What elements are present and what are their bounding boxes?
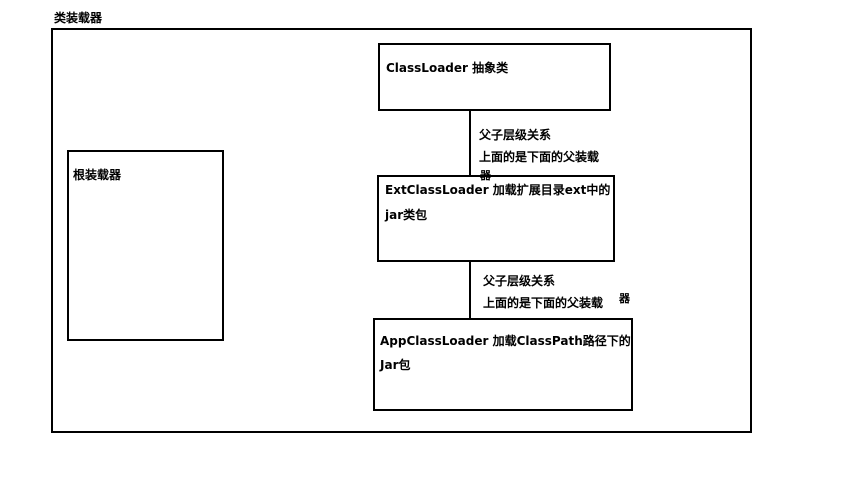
ext-classloader-label-line2: jar类包 xyxy=(385,208,428,222)
ext-classloader-label-line1: ExtClassLoader 加载扩展目录ext中的 xyxy=(385,183,611,197)
classloader-label: ClassLoader 抽象类 xyxy=(386,61,509,75)
relation-note-top-line1: 父子层级关系 xyxy=(479,128,552,142)
app-classloader-box: AppClassLoader 加载ClassPath路径下的 Jar包 xyxy=(373,318,633,411)
relation-note-top-line2: 上面的是下面的父装载 xyxy=(479,150,600,164)
diagram-title: 类装载器 xyxy=(54,11,103,25)
app-classloader-label-line1: AppClassLoader 加载ClassPath路径下的 xyxy=(380,334,631,348)
relation-note-bottom-overflow: 器 xyxy=(619,292,630,305)
relation-note-bottom-line1: 父子层级关系 xyxy=(483,274,556,288)
classloader-box: ClassLoader 抽象类 xyxy=(378,43,611,111)
relation-note-bottom-line2: 上面的是下面的父装载 xyxy=(483,296,604,310)
parent-child-connector-bottom xyxy=(469,262,471,318)
root-loader-box: 根装载器 xyxy=(67,150,224,341)
root-loader-label: 根装载器 xyxy=(73,168,122,182)
app-classloader-label-line2: Jar包 xyxy=(380,358,411,372)
parent-child-connector-top xyxy=(469,111,471,175)
relation-note-top-overflow: 器 xyxy=(480,169,491,182)
ext-classloader-box: ExtClassLoader 加载扩展目录ext中的 jar类包 xyxy=(377,175,615,262)
